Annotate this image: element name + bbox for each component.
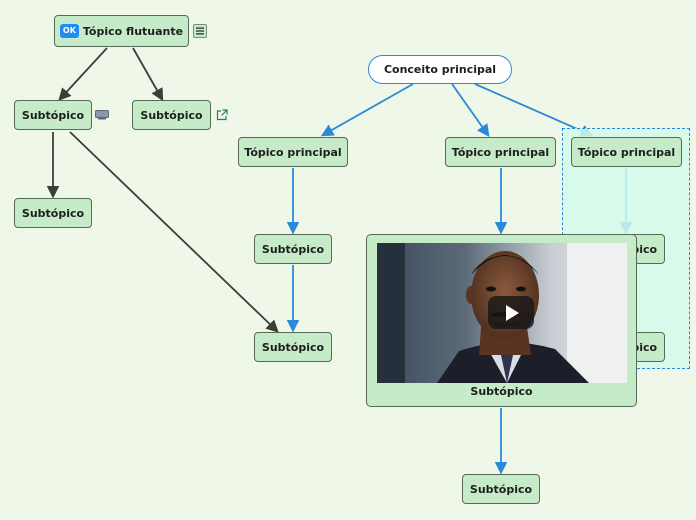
play-button[interactable] [488, 296, 534, 329]
video-scene-image [377, 243, 627, 383]
connector-central-to-main3 [474, 83, 594, 137]
floating-topic-label: Tópico flutuante [82, 24, 184, 38]
main-topic-1-subtopic-2-label: Subtópico [261, 340, 325, 354]
main-topic-1-subtopic-2[interactable]: Subtópico [254, 332, 332, 362]
main-topic-2-subtopic-2-label: Subtópico [469, 482, 533, 496]
main-topic-2[interactable]: Tópico principal [445, 137, 556, 167]
notes-icon[interactable] [193, 24, 207, 38]
floating-subtopic-3-label: Subtópico [21, 206, 85, 220]
ok-badge: OK [59, 24, 79, 38]
connector-floating-to-sub1 [58, 47, 108, 101]
connector-central-to-main1 [320, 83, 414, 137]
connector-central-to-main2 [451, 83, 490, 138]
main-topic-1-label: Tópico principal [244, 145, 342, 159]
floating-subtopic-1-label: Subtópico [21, 108, 85, 122]
floating-subtopic-1[interactable]: Subtópico [14, 100, 92, 130]
main-topic-2-subtopic-2[interactable]: Subtópico [462, 474, 540, 504]
central-topic[interactable]: Conceito principal [368, 55, 512, 84]
video-subtopic-label: Subtópico [470, 385, 533, 398]
play-icon [506, 304, 519, 321]
comment-icon[interactable] [95, 108, 109, 122]
main-topic-1-subtopic-1-label: Subtópico [261, 242, 325, 256]
floating-subtopic-3[interactable]: Subtópico [14, 198, 92, 228]
main-topic-1-subtopic-1[interactable]: Subtópico [254, 234, 332, 264]
connector-sub1-to-main1-sub2 [69, 131, 279, 333]
floating-subtopic-2[interactable]: Subtópico [132, 100, 211, 130]
floating-topic[interactable]: OK Tópico flutuante [54, 15, 189, 47]
floating-subtopic-2-label: Subtópico [140, 108, 203, 122]
connector-floating-to-sub2 [132, 47, 164, 102]
video-subtopic-card[interactable]: Subtópico [366, 234, 637, 407]
external-link-icon[interactable] [215, 108, 229, 122]
main-topic-1[interactable]: Tópico principal [238, 137, 348, 167]
central-topic-label: Conceito principal [383, 63, 497, 76]
main-topic-3[interactable]: Tópico principal [571, 137, 682, 167]
video-thumbnail[interactable] [377, 243, 627, 383]
main-topic-2-label: Tópico principal [451, 145, 550, 159]
main-topic-3-label: Tópico principal [577, 145, 676, 159]
